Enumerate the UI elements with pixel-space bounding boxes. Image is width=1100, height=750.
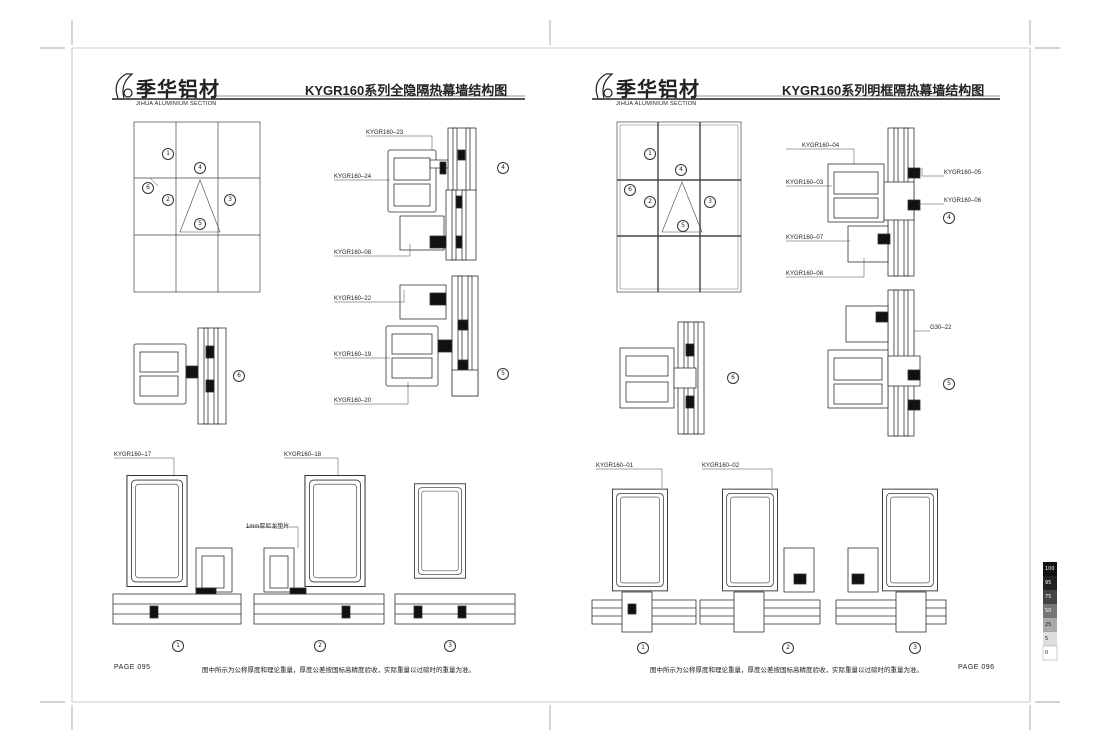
brand-name-right: 季华铝材 — [616, 79, 700, 101]
callout-circle: 2 — [782, 642, 794, 654]
callout-circle: 5 — [497, 368, 509, 380]
page-number-right: PAGE 096 — [958, 664, 995, 671]
part-label: KYGR160–06 — [944, 198, 982, 204]
part-label: KYGR160–18 — [284, 452, 322, 458]
part-label: KYGR160–24 — [334, 174, 372, 180]
part-label: 1mm厚尼龙垫片 — [246, 524, 290, 530]
tone-label: 50 — [1045, 608, 1052, 614]
page-number-left: PAGE 095 — [114, 664, 151, 671]
part-label: KYGR160–20 — [334, 398, 372, 404]
callout-circle: 6 — [624, 184, 636, 196]
tone-label: 100 — [1045, 566, 1055, 572]
section-6-left — [133, 327, 227, 425]
section-4-right — [827, 127, 921, 277]
tone-scale-bar — [1042, 562, 1058, 661]
page-frame — [71, 47, 1031, 703]
part-label: KYGR160–03 — [786, 180, 824, 186]
tone-label: 0 — [1045, 650, 1049, 656]
callout-circle: 5 — [194, 218, 206, 230]
brand-name-left: 季华铝材 — [136, 79, 220, 101]
part-label: KYGR160–04 — [802, 143, 840, 149]
logo-mark-left — [115, 73, 134, 99]
tone-label: 5 — [1045, 636, 1049, 642]
logo-mark-right — [595, 73, 614, 99]
part-label: KYGR160–01 — [596, 463, 634, 469]
callout-circle: 6 — [142, 182, 154, 194]
callout-circle: 5 — [943, 378, 955, 390]
tone-label: 95 — [1045, 580, 1052, 586]
callout-circle: 2 — [314, 640, 326, 652]
part-label: KYGR160–17 — [114, 452, 152, 458]
part-label: KYGR160–07 — [786, 235, 824, 241]
callout-circle: 4 — [943, 212, 955, 224]
section-5-right — [827, 289, 921, 437]
part-label: KYGR160–08 — [334, 250, 372, 256]
callout-circle: 6 — [727, 372, 739, 384]
callout-circle: 2 — [162, 194, 174, 206]
brand-subtitle-left: JIHUA ALUMINIUM SECTION — [136, 101, 217, 107]
callout-circle: 3 — [704, 196, 716, 208]
callout-circle: 2 — [644, 196, 656, 208]
callout-circle: 1 — [637, 642, 649, 654]
callout-circle: 5 — [677, 220, 689, 232]
callout-circle: 4 — [497, 162, 509, 174]
section-6-right — [619, 321, 705, 435]
elevation-grid-right — [616, 121, 742, 293]
tone-label: 25 — [1045, 622, 1052, 628]
part-label: KYGR160–22 — [334, 296, 372, 302]
callout-circle: 1 — [162, 148, 174, 160]
section-4-left — [387, 127, 477, 261]
trim-marks — [40, 20, 1060, 730]
brand-subtitle-right: JIHUA ALUMINIUM SECTION — [616, 101, 697, 107]
part-label: KYGR160–19 — [334, 352, 372, 358]
page-title-left: KYGR160系列全隐隔热幕墙结构图 — [305, 83, 508, 98]
page-title-right: KYGR160系列明框隔热幕墙结构图 — [782, 83, 985, 98]
footnote-right: 图中所示为公称厚度和理论重量，厚度公差按国标高精度验收，实际重量以过磅时的重量为… — [650, 667, 923, 674]
mullion-sections-left — [112, 475, 516, 625]
callout-circle: 3 — [444, 640, 456, 652]
footnote-left: 图中所示为公称厚度和理论重量，厚度公差按国标高精度验收，实际重量以过磅时的重量为… — [202, 667, 475, 674]
part-label: KYGR160–08 — [786, 271, 824, 277]
leader-lines — [114, 135, 944, 548]
header-rules — [112, 95, 1000, 100]
callout-circle: 4 — [194, 162, 206, 174]
callout-circle: 3 — [909, 642, 921, 654]
callout-circle: 1 — [644, 148, 656, 160]
part-label: G30–22 — [930, 325, 952, 331]
part-label: KYGR160–23 — [366, 130, 404, 136]
part-label: KYGR160–02 — [702, 463, 740, 469]
callout-circle: 4 — [675, 164, 687, 176]
section-5-left — [385, 275, 479, 397]
callout-circle: 6 — [233, 370, 245, 382]
callout-circle: 1 — [172, 640, 184, 652]
elevation-grid-left — [133, 121, 261, 293]
mullion-sections-right — [591, 488, 947, 633]
tone-label: 75 — [1045, 594, 1052, 600]
callout-circle: 3 — [224, 194, 236, 206]
part-label: KYGR160–05 — [944, 170, 982, 176]
